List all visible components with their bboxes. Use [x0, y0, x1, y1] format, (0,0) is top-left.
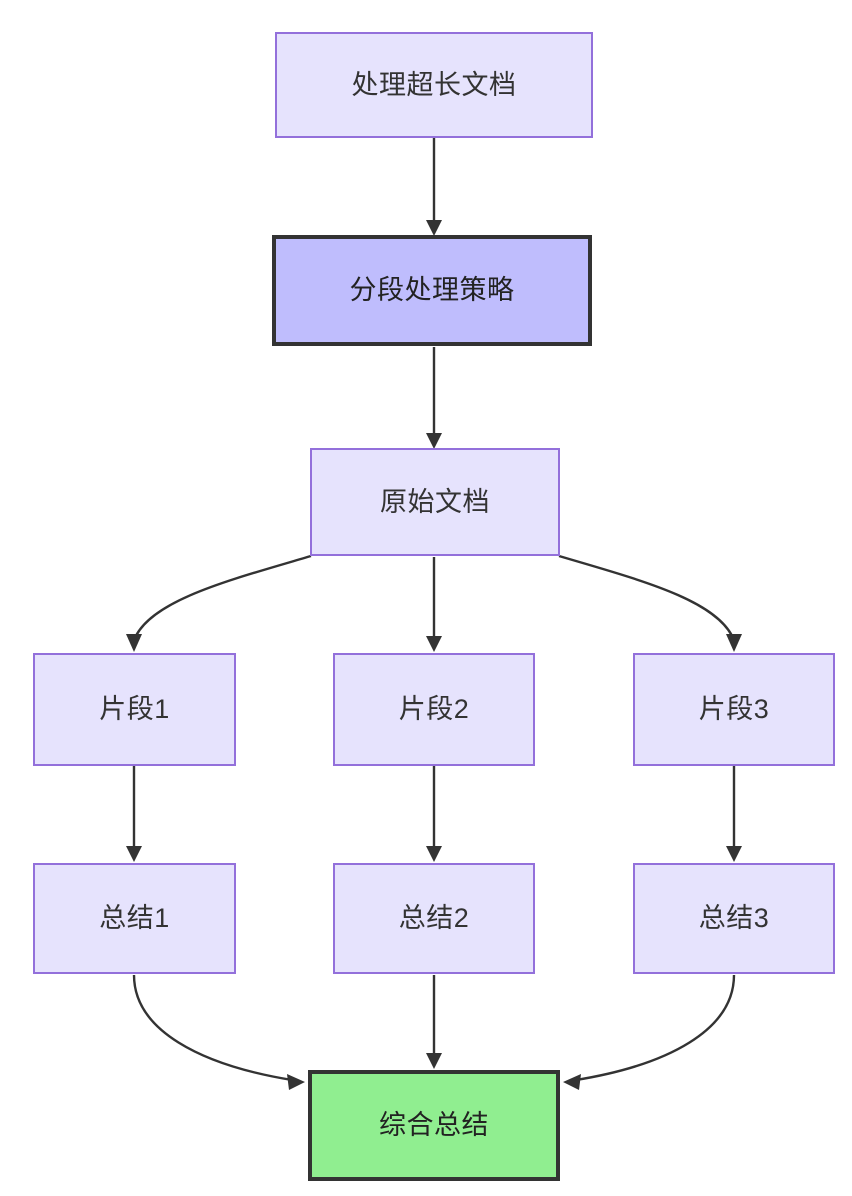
node-summary-1[interactable]: 总结1	[33, 863, 236, 974]
edge-summary1-to-final	[132, 974, 305, 1090]
node-chunk-2[interactable]: 片段2	[333, 653, 535, 766]
edge-source-to-chunk2	[426, 557, 442, 652]
node-chunk-2-label: 片段2	[398, 694, 470, 725]
node-strategy[interactable]: 分段处理策略	[272, 235, 592, 346]
node-chunk-3-label: 片段3	[698, 694, 770, 725]
node-chunk-1[interactable]: 片段1	[33, 653, 236, 766]
edge-start-to-strategy	[426, 138, 442, 236]
node-start[interactable]: 处理超长文档	[275, 32, 593, 138]
node-final-summary[interactable]: 综合总结	[308, 1070, 560, 1181]
node-summary-3-label: 总结3	[698, 903, 770, 934]
node-strategy-label: 分段处理策略	[349, 275, 515, 306]
node-start-label: 处理超长文档	[351, 69, 517, 100]
edge-chunk2-to-summary2	[426, 766, 442, 862]
node-summary-3[interactable]: 总结3	[633, 863, 835, 974]
node-source-document[interactable]: 原始文档	[310, 448, 560, 556]
node-chunk-3[interactable]: 片段3	[633, 653, 835, 766]
node-source-document-label: 原始文档	[380, 486, 490, 517]
edge-chunk1-to-summary1	[126, 766, 142, 862]
edge-summary2-to-final	[426, 975, 442, 1069]
node-summary-1-label: 总结1	[99, 903, 170, 934]
edge-source-to-chunk3	[558, 554, 742, 652]
node-summary-2[interactable]: 总结2	[333, 863, 535, 974]
edge-source-to-chunk1	[126, 554, 312, 652]
node-final-summary-label: 综合总结	[379, 1110, 489, 1141]
node-summary-2-label: 总结2	[398, 903, 470, 934]
edge-summary3-to-final	[563, 974, 736, 1090]
edge-chunk3-to-summary3	[726, 766, 742, 862]
edge-strategy-to-source	[426, 347, 442, 449]
node-chunk-1-label: 片段1	[99, 694, 170, 725]
